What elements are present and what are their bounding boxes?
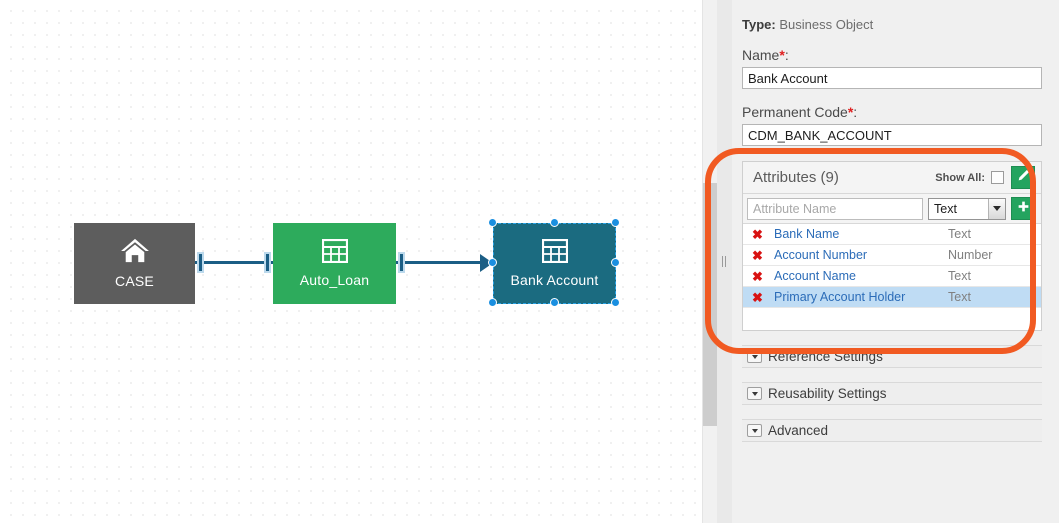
section-title: Advanced (768, 423, 829, 438)
new-attribute-type-value: Text (934, 201, 957, 216)
section-reusability-settings[interactable]: Reusability Settings (742, 382, 1042, 405)
properties-panel: Type: Business Object Name*: Permanent C… (732, 0, 1059, 523)
new-attribute-name-input[interactable] (747, 197, 923, 220)
diagram-canvas[interactable]: CASE Auto_Loan (0, 0, 702, 523)
chevron-down-icon[interactable] (988, 198, 1005, 219)
resize-handle-n[interactable] (550, 218, 559, 227)
attributes-add-row: Text (743, 194, 1041, 224)
attributes-list: ✖ Bank Name Text ✖ Account Number Number… (743, 224, 1041, 330)
attribute-type: Text (948, 290, 971, 304)
object-type-row: Type: Business Object (742, 17, 1049, 32)
permanent-code-input[interactable] (742, 124, 1042, 146)
scrollbar-thumb[interactable] (703, 183, 718, 426)
name-field-label: Name*: (742, 47, 1049, 63)
diagram-node-auto-loan[interactable]: Auto_Loan (273, 223, 396, 304)
object-type-value: Business Object (779, 17, 874, 32)
attributes-empty-row (743, 308, 1041, 330)
diagram-node-label: Bank Account (510, 272, 599, 288)
resize-handle-ne[interactable] (611, 218, 620, 227)
edit-attributes-button[interactable] (1011, 166, 1035, 189)
connector-autoloan-bank[interactable] (396, 261, 492, 264)
table-row[interactable]: ✖ Account Name Text (743, 266, 1041, 287)
section-reference-settings[interactable]: Reference Settings (742, 345, 1042, 368)
resize-handle-nw[interactable] (488, 218, 497, 227)
chevron-down-icon[interactable] (747, 424, 762, 437)
permanent-code-label-colon: : (853, 104, 858, 120)
new-attribute-type-select[interactable]: Text (928, 197, 1006, 220)
delete-attribute-icon[interactable]: ✖ (752, 247, 763, 263)
table-row[interactable]: ✖ Account Number Number (743, 245, 1041, 266)
resize-handle-s[interactable] (550, 298, 559, 307)
resize-handle-w[interactable] (488, 258, 497, 267)
connector-tick (199, 254, 202, 271)
chevron-down-icon[interactable] (747, 350, 762, 363)
attribute-type: Number (948, 248, 993, 262)
attributes-header: Attributes (9) Show All: (743, 162, 1041, 194)
pencil-icon (1017, 169, 1030, 187)
resize-handle-e[interactable] (611, 258, 620, 267)
required-asterisk: * (779, 47, 785, 63)
section-advanced[interactable]: Advanced (742, 419, 1042, 442)
permanent-code-label-text: Permanent Code (742, 104, 848, 120)
name-input[interactable] (742, 67, 1042, 89)
object-type-label: Type: (742, 17, 776, 32)
diagram-node-label: Auto_Loan (299, 272, 370, 288)
attribute-name[interactable]: Bank Name (774, 227, 840, 241)
delete-attribute-icon[interactable]: ✖ (752, 289, 763, 305)
home-icon (120, 238, 150, 269)
attribute-name[interactable]: Primary Account Holder (774, 290, 906, 304)
attribute-type: Text (948, 269, 971, 283)
permanent-code-field-label: Permanent Code*: (742, 104, 1049, 120)
table-row-selected[interactable]: ✖ Primary Account Holder Text (743, 287, 1041, 308)
add-attribute-button[interactable] (1011, 197, 1035, 220)
connector-tick (266, 254, 269, 271)
attribute-type: Text (948, 227, 971, 241)
table-icon (541, 238, 568, 268)
name-label-colon: : (784, 47, 789, 63)
section-title: Reference Settings (768, 349, 883, 364)
attributes-section: Attributes (9) Show All: Text (742, 161, 1042, 331)
plus-icon (1017, 200, 1030, 218)
canvas-vertical-scrollbar[interactable] (702, 0, 718, 523)
attributes-title: Attributes (9) (753, 169, 839, 186)
table-row[interactable]: ✖ Bank Name Text (743, 224, 1041, 245)
resize-handle-se[interactable] (611, 298, 620, 307)
chevron-down-icon[interactable] (747, 387, 762, 400)
diagram-node-bank-account[interactable]: Bank Account (493, 223, 616, 304)
connector-tick (400, 254, 403, 271)
splitter-grip-icon (722, 256, 727, 267)
required-asterisk: * (847, 104, 854, 120)
show-all-checkbox[interactable] (991, 171, 1004, 184)
resize-handle-sw[interactable] (488, 298, 497, 307)
show-all-label: Show All: (935, 171, 985, 184)
section-title: Reusability Settings (768, 386, 887, 401)
table-icon (321, 238, 348, 268)
attribute-name[interactable]: Account Name (774, 269, 856, 283)
attribute-name[interactable]: Account Number (774, 248, 868, 262)
delete-attribute-icon[interactable]: ✖ (752, 226, 763, 242)
connector-case-autoloan[interactable] (195, 261, 273, 264)
name-label-text: Name (742, 47, 780, 63)
diagram-node-label: CASE (115, 273, 154, 289)
panel-splitter[interactable] (717, 0, 732, 523)
delete-attribute-icon[interactable]: ✖ (752, 268, 763, 284)
diagram-node-case[interactable]: CASE (74, 223, 195, 304)
